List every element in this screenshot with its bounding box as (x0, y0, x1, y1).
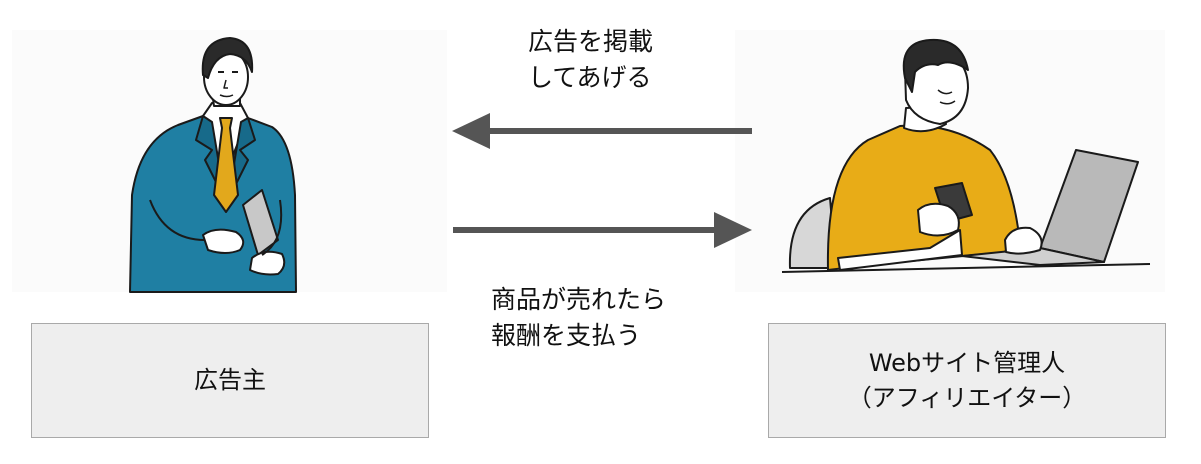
top-caption-line-1: 広告を掲載 (528, 27, 654, 56)
top-caption-line-2: してあげる (528, 63, 652, 93)
bottom-caption-line-1: 商品が売れたら (491, 285, 667, 314)
affiliate-illustration (781, 38, 1151, 273)
advertiser-illustration (129, 37, 297, 293)
affiliate-label-line-1: Webサイト管理人 (868, 348, 1066, 377)
bottom-arrow-caption: 商品が売れたら 報酬を支払う (491, 282, 666, 355)
arrow-to-advertiser (452, 113, 752, 149)
bottom-caption-line-2: 報酬を支払う (491, 321, 642, 351)
top-arrow-caption: 広告を掲載 してあげる (528, 24, 653, 97)
affiliate-label-line-2: （アフィリエイター） (847, 383, 1087, 412)
arrow-to-affiliate (453, 212, 752, 248)
advertiser-label-box: 広告主 (31, 323, 429, 438)
advertiser-label: 広告主 (194, 366, 266, 395)
affiliate-label-box: Webサイト管理人 （アフィリエイター） (768, 323, 1166, 438)
